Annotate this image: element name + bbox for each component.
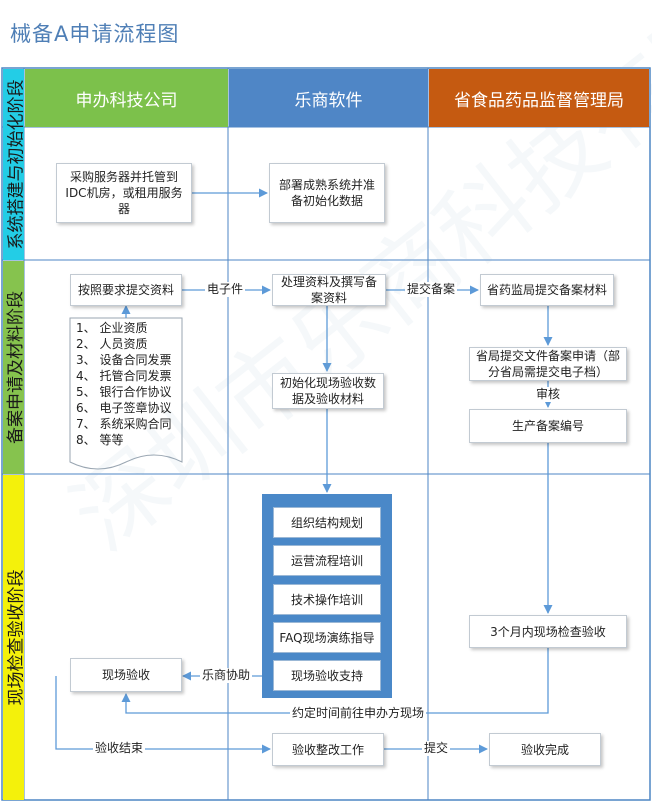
phase-label-filing-text: 备案申请及材料阶段	[6, 291, 26, 444]
materials-list-item: 5、 银行合作协议	[76, 385, 172, 399]
phase-label-setup: 系统搭建与初始化阶段	[3, 69, 26, 260]
materials-list-item: 7、 系统采购合同	[76, 417, 172, 431]
edge-label-assist: 乐商协助	[200, 668, 253, 683]
materials-list-item: 8、 等等	[76, 433, 124, 447]
training-item-faq: FAQ现场演练指导	[273, 622, 381, 653]
training-item-support: 现场验收支持	[273, 660, 381, 691]
materials-list-item: 2、 人员资质	[76, 337, 148, 351]
phase-label-inspection: 现场检查验收阶段	[3, 475, 26, 800]
training-item-ops: 运营流程培训	[273, 545, 381, 576]
edge-label-accept-end: 验收结束	[93, 741, 146, 756]
node-deploy: 部署成熟系统并准备初始化数据	[269, 163, 385, 223]
edge-label-email: 电子件	[205, 282, 246, 297]
edge-label-submit: 提交	[422, 741, 451, 756]
training-item-tech: 技术操作培训	[273, 584, 381, 615]
lane-header-bureau: 省食品药品监督管理局	[429, 69, 649, 127]
diagram-frame	[1, 67, 651, 801]
materials-list-item: 4、 托管合同发票	[76, 369, 172, 383]
node-process-docs: 处理资料及撰写备案资料	[272, 274, 386, 306]
edge-label-submit-filing: 提交备案	[405, 282, 458, 297]
node-buy-server: 采购服务器并托管到IDC机房，或租用服务器	[56, 163, 192, 223]
node-province-file: 省局提交文件备案申请（部分省局需提交电子档）	[469, 347, 627, 381]
edge-label-appointment: 约定时间前往申办方现场	[290, 706, 427, 721]
page-title: 械备A申请流程图	[10, 22, 180, 46]
lane-header-software: 乐商软件	[229, 69, 428, 127]
document-list-shape	[69, 317, 183, 470]
node-done: 验收完成	[489, 733, 601, 766]
training-item-org: 组织结构规划	[273, 507, 381, 538]
node-fix-work: 验收整改工作	[272, 733, 384, 766]
node-init-check: 初始化现场验收数据及验收材料	[272, 373, 384, 409]
materials-list-item: 3、 设备合同发票	[76, 353, 172, 367]
phase-label-inspection-text: 现场检查验收阶段	[6, 569, 26, 706]
node-prod-no: 生产备案编号	[469, 409, 627, 443]
materials-list-item: 6、 电子签章协议	[76, 401, 172, 415]
node-province-submit: 省药监局提交备案材料	[480, 274, 614, 306]
arrow-accept-to-fix	[55, 676, 271, 754]
lane-header-company: 申办科技公司	[25, 69, 228, 127]
materials-list-item: 1、 企业资质	[76, 321, 148, 335]
materials-list: 1、 企业资质 2、 人员资质 3、 设备合同发票 4、 托管合同发票 5、 银…	[76, 320, 186, 448]
node-inspection: 3个月内现场检查验收	[469, 615, 627, 648]
phase-label-filing: 备案申请及材料阶段	[3, 261, 26, 474]
phase-label-setup-text: 系统搭建与初始化阶段	[6, 79, 26, 250]
edge-label-review: 审核	[534, 387, 563, 402]
node-submit-docs: 按照要求提交资料	[70, 274, 182, 306]
node-onsite-accept: 现场验收	[70, 658, 182, 692]
